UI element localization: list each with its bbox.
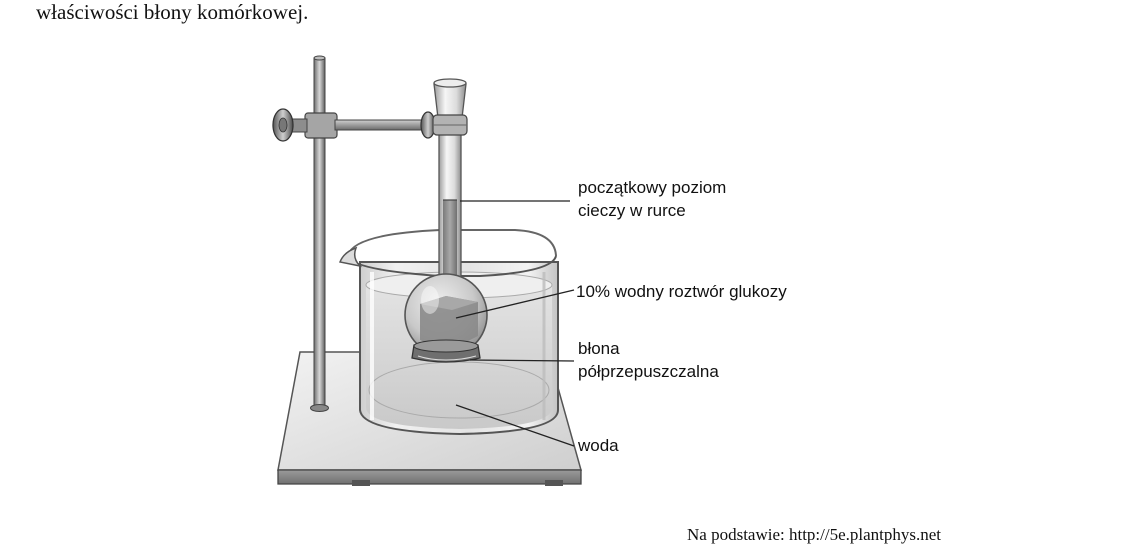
intro-text: właściwości błony komórkowej. (36, 0, 309, 24)
stand-rod (310, 55, 329, 412)
label-membrane-1: błona (578, 339, 620, 358)
source-caption: Na podstawie: http://5e.plantphys.net (687, 525, 942, 544)
label-water: woda (577, 436, 619, 455)
label-membrane-2: półprzepuszczalna (578, 362, 719, 381)
clamp-boss (272, 108, 338, 142)
clamp-arm (334, 111, 436, 139)
glucose-bulb (404, 273, 488, 357)
label-glucose-solution: 10% wodny roztwór glukozy (576, 282, 787, 301)
semipermeable-membrane (411, 339, 481, 363)
leader-water (455, 404, 575, 447)
label-initial-level-2: cieczy w rurce (578, 201, 686, 220)
label-initial-level-1: początkowy poziom (578, 178, 726, 197)
leader-membrane (469, 359, 575, 362)
leader-glucose (455, 289, 575, 319)
